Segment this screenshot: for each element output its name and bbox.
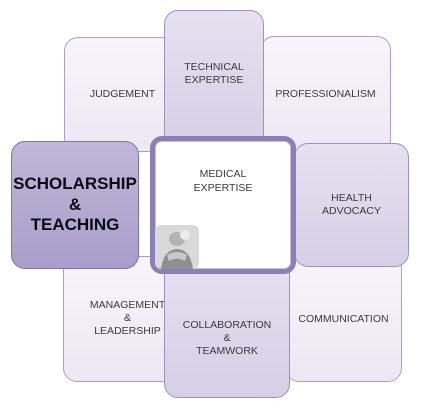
tile-technical-expertise: TECHNICAL EXPERTISE	[164, 10, 264, 150]
tile-judgement: JUDGEMENT	[64, 37, 181, 152]
tile-health-advocacy: HEALTH ADVOCACY	[294, 143, 409, 267]
label-health-advocacy: HEALTH ADVOCACY	[322, 191, 381, 217]
label-management-leadership: MANAGEMENT & LEADERSHIP	[89, 299, 166, 338]
tile-communication: COMMUNICATION	[285, 254, 402, 382]
tile-collaboration-teamwork: COLLABORATION & TEAMWORK	[164, 255, 290, 398]
tile-scholarship-teaching: SCHOLARSHIP & TEACHING	[11, 141, 139, 269]
doctor-photo-icon	[155, 225, 199, 269]
label-collaboration-teamwork: COLLABORATION & TEAMWORK	[182, 319, 272, 358]
label-scholarship-teaching: SCHOLARSHIP & TEACHING	[13, 174, 137, 235]
label-medical-expertise: MEDICAL EXPERTISE	[193, 168, 253, 195]
label-judgement: JUDGEMENT	[89, 87, 156, 100]
tile-medical-expertise: MEDICAL EXPERTISE	[150, 136, 296, 274]
label-technical-expertise: TECHNICAL EXPERTISE	[184, 61, 244, 87]
label-professionalism: PROFESSIONALISM	[275, 87, 376, 100]
label-communication: COMMUNICATION	[298, 313, 389, 325]
